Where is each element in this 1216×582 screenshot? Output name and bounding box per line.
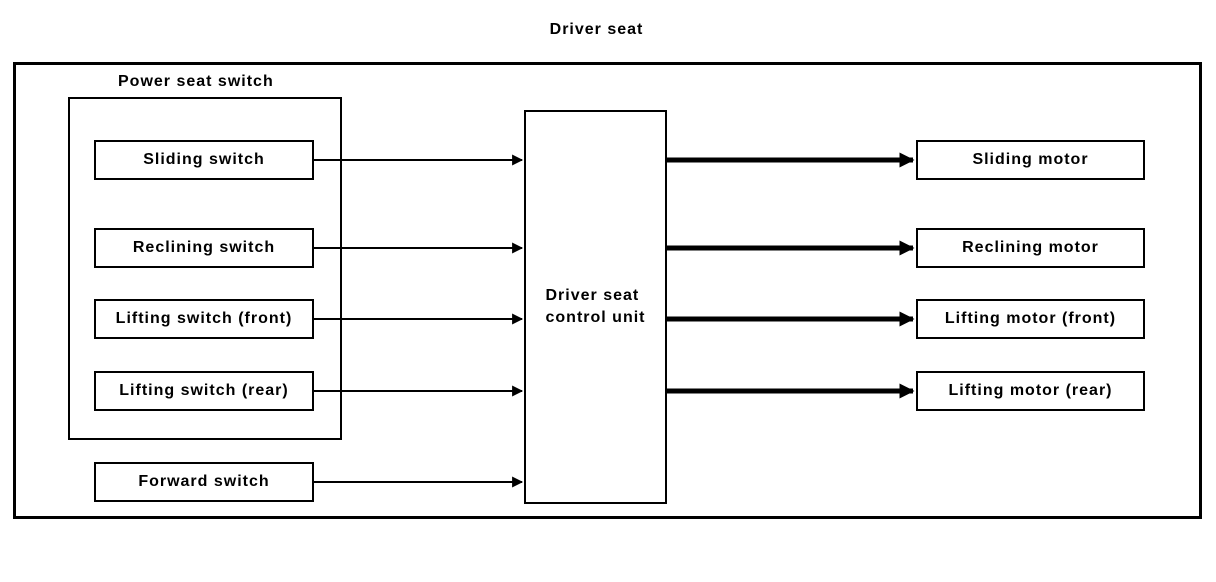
node-label: Lifting switch (front) [115, 310, 293, 327]
diagram-title: Driver seat [549, 21, 644, 38]
node-label: Lifting motor (rear) [948, 382, 1113, 399]
power-seat-switch-group-box [68, 97, 342, 440]
node-lifting-motor-rear: Lifting motor (rear) [916, 371, 1145, 411]
outer-frame [13, 62, 1202, 519]
node-lifting-switch-rear: Lifting switch (rear) [94, 371, 314, 411]
node-label: Forward switch [138, 473, 270, 490]
node-sliding-motor: Sliding motor [916, 140, 1145, 180]
node-lifting-switch-front: Lifting switch (front) [94, 299, 314, 339]
control-unit-label-line1: Driver seat [545, 287, 640, 305]
node-reclining-motor: Reclining motor [916, 228, 1145, 268]
node-label: Lifting switch (rear) [119, 382, 289, 399]
node-label: Sliding switch [143, 151, 265, 168]
control-unit-label-line2: control unit [545, 309, 646, 326]
node-label: Sliding motor [972, 151, 1089, 168]
node-label: Reclining motor [962, 239, 1099, 256]
node-label: Reclining switch [132, 239, 276, 256]
node-driver-seat-control-unit: Driver seat control unit [524, 110, 667, 504]
node-label: Lifting motor (front) [944, 310, 1117, 327]
node-reclining-switch: Reclining switch [94, 228, 314, 268]
node-forward-switch: Forward switch [94, 462, 314, 502]
power-seat-switch-group-label: Power seat switch [118, 73, 274, 90]
node-lifting-motor-front: Lifting motor (front) [916, 299, 1145, 339]
node-sliding-switch: Sliding switch [94, 140, 314, 180]
